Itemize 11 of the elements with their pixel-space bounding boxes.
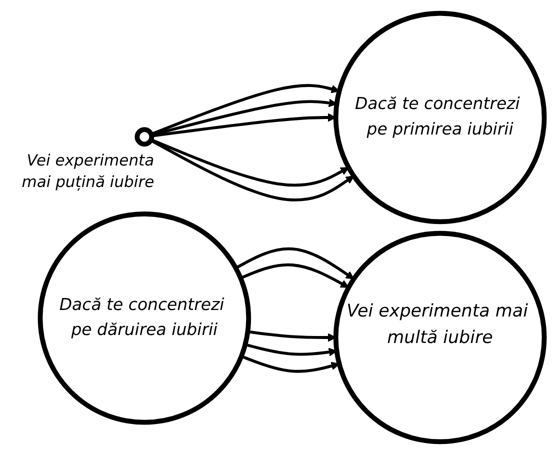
arrow [235, 247, 354, 280]
arrow [150, 84, 340, 136]
arrow [150, 139, 354, 202]
node-circle: Vei experimenta mai multă iubire [333, 230, 547, 444]
node-circle [134, 127, 154, 147]
arrow [240, 263, 350, 288]
arrow [150, 138, 350, 187]
arrow [240, 354, 340, 373]
node-circle: Dacă te concentrezi pe primirea iubirii [333, 10, 547, 224]
caption-text: Vei experimenta mai puțină iubire [20, 150, 154, 193]
node-circle: Dacă te concentrezi pe dăruirea iubirii [38, 212, 252, 425]
